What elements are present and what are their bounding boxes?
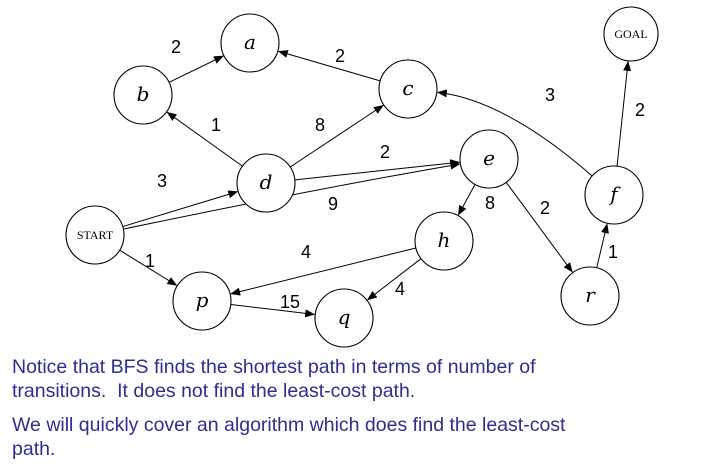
node-q: q [314,288,374,348]
node-e: e [459,129,519,189]
edge-f-goal: 2 [616,60,645,167]
edge-weight-label: 2 [171,37,181,57]
edge-line [166,111,243,167]
edge-weight-label: 1 [145,251,155,271]
edge-weight-label: 4 [301,242,311,262]
edge-weight-label: 9 [328,194,338,214]
node-circle [113,65,173,125]
edge-line [122,190,239,228]
node-label: e [483,146,495,170]
node-start: START [65,205,125,265]
edge-weight-label: 4 [395,279,405,299]
node-label: GOAL [614,27,647,41]
edge-weight-label: 2 [540,198,550,218]
edge-e-h: 8 [457,184,495,216]
edge-weight-label: 8 [315,115,325,135]
edge-start-d: 3 [122,171,239,228]
node-label: h [438,228,451,252]
node-label: c [402,76,413,100]
edge-d-c: 8 [289,105,384,168]
edge-line [294,159,461,181]
edge-line [596,223,609,268]
edge-line [616,60,632,167]
edge-line [168,55,224,83]
node-label: p [196,288,209,312]
edge-line [277,50,381,82]
edge-h-q: 4 [366,258,422,301]
edge-start-e: 9 [123,161,461,230]
node-r: r [560,266,620,326]
node-p: p [172,271,232,331]
node-label: d [260,170,273,194]
edge-weight-label: 3 [545,85,555,105]
search-graph-diagram: 3 9 1 2 2 1 8 2 8 2 3 2 1 4 4 15 a b c d e f h p q r START GOAL [65,6,659,348]
node-f: f [584,165,644,225]
edge-weight-label: 3 [157,171,167,191]
node-circle [603,6,659,62]
edge-line [230,247,416,296]
edge-line [457,184,476,216]
edge-weight-label: 1 [608,242,618,262]
node-circle [414,211,474,271]
edge-b-a: 2 [168,37,224,83]
caption-algorithm-note: We will quickly cover an algorithm which… [12,414,566,460]
node-c: c [378,59,438,119]
edge-weight-label: 2 [635,100,645,120]
node-circle [584,165,644,225]
edge-f-c: 3 [436,85,593,177]
node-label: START [77,228,114,242]
edge-weight-label: 2 [380,142,390,162]
node-circle [236,153,296,213]
caption-bfs-note: Notice that BFS finds the shortest path … [12,356,536,402]
node-d: d [236,153,296,213]
node-circle [65,205,125,265]
edge-line [119,249,178,286]
edge-weight-label: 15 [280,292,300,312]
node-circle [459,129,519,189]
edge-line [289,105,384,168]
edge-weight-label: 8 [485,193,495,213]
node-label: q [338,305,351,329]
node-label: a [244,30,256,54]
node-h: h [414,211,474,271]
edge-line [436,89,593,177]
node-circle [378,59,438,119]
edge-start-p: 1 [119,249,178,286]
node-circle [220,13,280,73]
edge-line [123,161,461,230]
edge-e-r: 2 [505,182,573,273]
edge-r-f: 1 [596,223,618,268]
node-circle [314,288,374,348]
edge-c-a: 2 [277,46,381,82]
node-label: r [585,283,596,307]
edge-weight-label: 2 [335,46,345,66]
edge-line [366,258,422,301]
edge-d-b: 1 [166,111,243,167]
node-circle [172,271,232,331]
node-goal: GOAL [603,6,659,62]
node-label: b [137,82,150,106]
node-circle [560,266,620,326]
edge-d-e: 2 [294,142,461,181]
edge-weight-label: 1 [211,115,221,135]
edge-p-q: 15 [230,292,316,318]
edge-h-p: 4 [230,242,416,296]
edge-line [505,182,573,273]
node-a: a [220,13,280,73]
node-b: b [113,65,173,125]
edge-line [230,303,316,318]
